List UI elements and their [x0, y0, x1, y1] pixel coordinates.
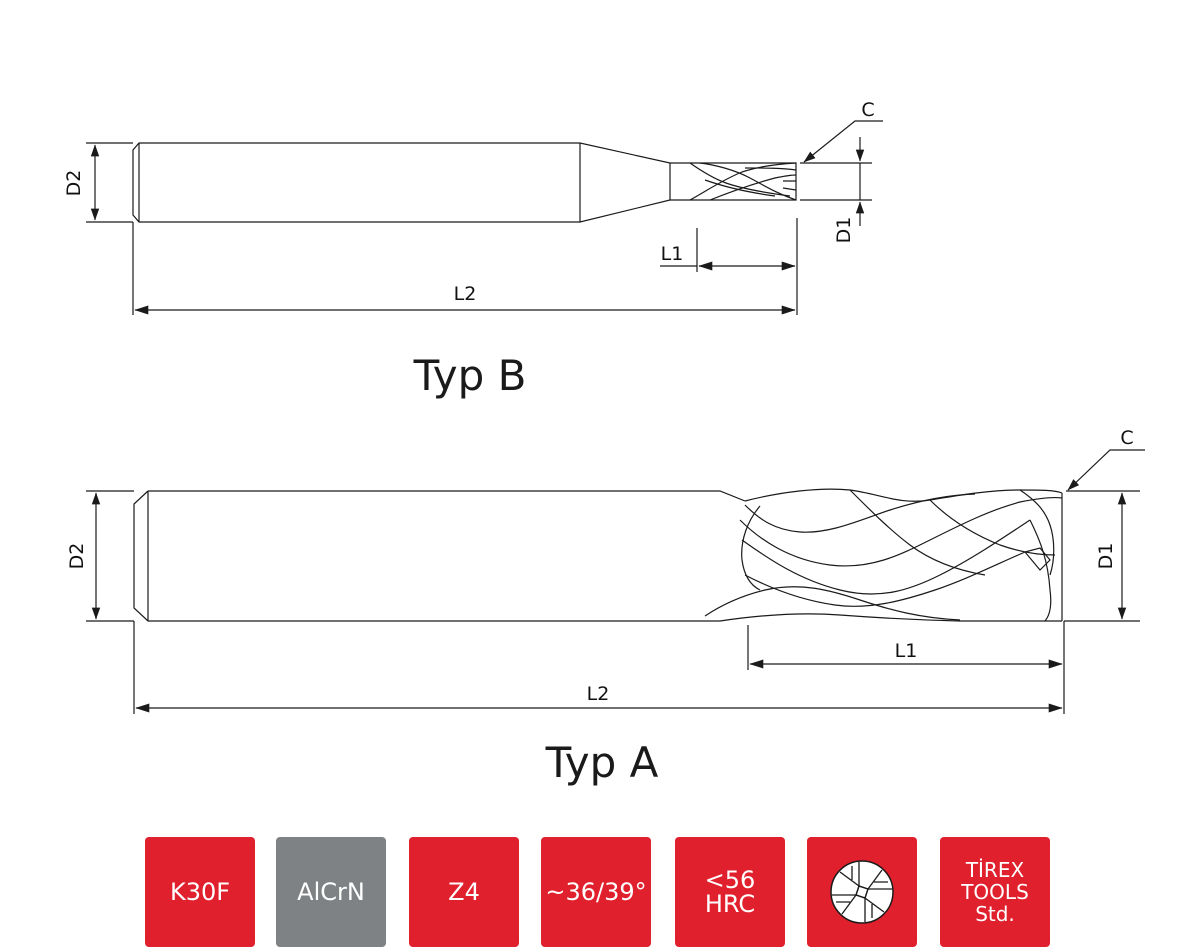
typ-b-d2-label: D2 [63, 170, 85, 197]
badge-cross-section [807, 837, 917, 947]
typ-b-d1-label: D1 [833, 217, 855, 244]
typ-b-title: Typ B [413, 351, 527, 400]
typ-a-c-label: C [1120, 427, 1133, 449]
badge-hardness: <56 HRC [675, 837, 785, 947]
badge-flutes: Z4 [409, 837, 519, 947]
typ-a-d2-label: D2 [66, 543, 88, 570]
typ-b-shank [132, 142, 671, 223]
badge-hardness-label: <56 HRC [704, 866, 756, 918]
typ-b-c-label: C [861, 99, 874, 121]
badge-tirex-tools-std: TİREX TOOLS Std. [940, 837, 1050, 947]
badge-helix-angle-label: ~36/39° [545, 878, 647, 906]
end-mill-cross-section-icon [830, 860, 894, 924]
typ-b-drawing [86, 120, 883, 315]
badge-coating: AlCrN [276, 837, 386, 947]
typ-a-l1-label: L1 [895, 640, 918, 662]
typ-a-d1-label: D1 [1095, 543, 1117, 570]
badge-material: K30F [145, 837, 255, 947]
typ-b-l2-label: L2 [454, 283, 477, 305]
badge-flutes-label: Z4 [448, 878, 480, 906]
typ-a-flutes [704, 488, 1063, 622]
typ-a-shank [133, 490, 746, 622]
typ-b-flutes [689, 162, 797, 201]
typ-b-l1-label: L1 [661, 243, 684, 265]
badge-tirex-tools-std-label: TİREX TOOLS Std. [961, 858, 1029, 926]
typ-a-drawing [86, 449, 1145, 714]
badge-coating-label: AlCrN [297, 878, 365, 906]
typ-a-title: Typ A [545, 738, 659, 787]
badge-helix-angle: ~36/39° [541, 837, 651, 947]
badge-material-label: K30F [169, 878, 231, 906]
typ-a-l2-label: L2 [587, 683, 610, 705]
